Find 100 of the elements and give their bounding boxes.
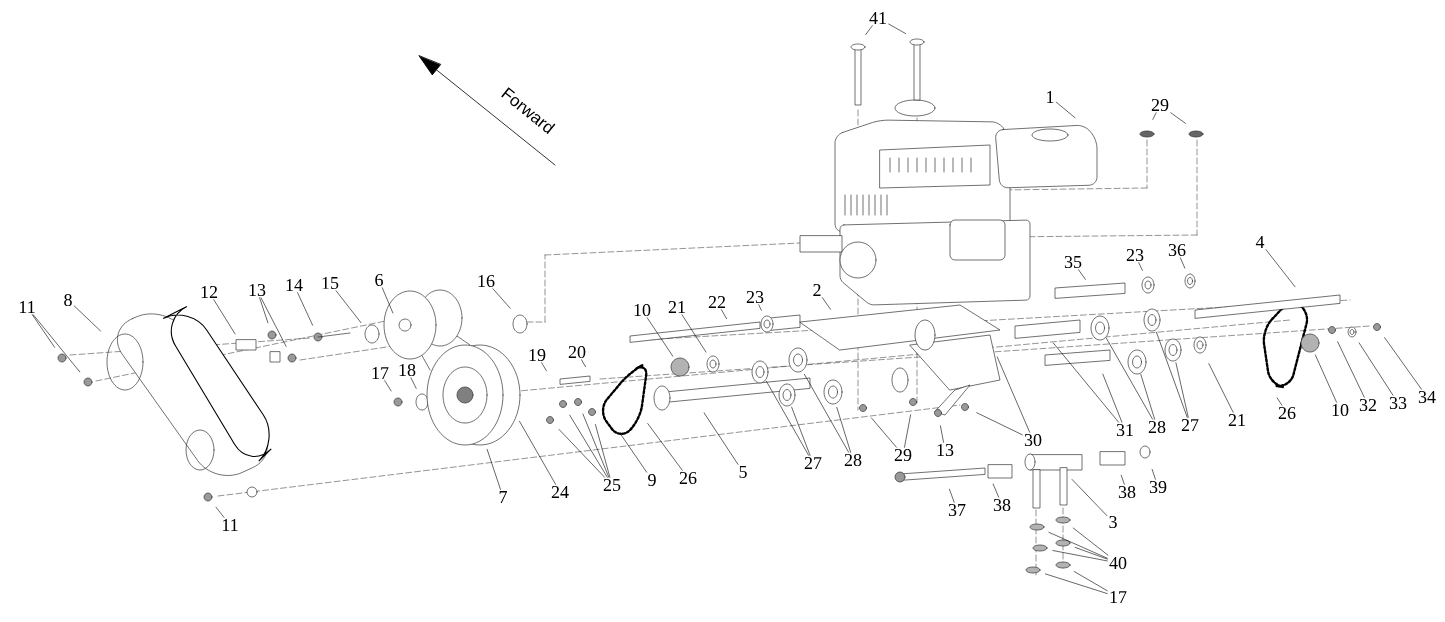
leader-line [681, 314, 707, 353]
leader-line [1074, 547, 1108, 560]
leader-line [260, 297, 287, 347]
callout-number: 2 [813, 284, 821, 296]
leader-line [1138, 262, 1143, 271]
callout-number: 35 [1064, 255, 1082, 269]
leader-line [213, 299, 236, 335]
leader-line [904, 414, 911, 448]
callout-number: 26 [679, 471, 697, 485]
leader-line [595, 424, 611, 478]
leader-line [836, 407, 851, 453]
callout-number: 13 [249, 283, 266, 297]
callout-number: 41 [869, 12, 886, 24]
leader-line [871, 417, 897, 448]
callout-number: 4 [1255, 236, 1265, 248]
callout-number: 24 [551, 486, 569, 498]
callout-number: 11 [222, 519, 238, 531]
leader-line [620, 433, 647, 473]
callout-number: 5 [739, 466, 747, 478]
leader-line [1384, 337, 1422, 390]
callout-number: 10 [1332, 403, 1349, 417]
callout-number: 6 [375, 273, 383, 287]
callout-number: 9 [648, 473, 656, 487]
callout-number: 27 [804, 457, 822, 469]
callout-number: 29 [894, 448, 912, 462]
callout-number: 15 [322, 276, 339, 290]
leader-line [1048, 532, 1108, 559]
leader-line [582, 413, 610, 478]
leader-line [1071, 479, 1108, 516]
callout-number: 27 [1181, 419, 1199, 431]
leader-line [1152, 112, 1157, 120]
leader-line [976, 412, 1023, 436]
leader-line [1170, 112, 1186, 124]
leader-line [335, 290, 362, 323]
leader-line [766, 381, 809, 456]
leader-line [1175, 362, 1189, 418]
callout-number: 38 [993, 498, 1011, 512]
leader-line [758, 304, 762, 311]
leader-line [865, 25, 873, 35]
callout-number: 8 [64, 293, 72, 307]
callout-number: 17 [372, 367, 389, 379]
callout-number: 32 [1359, 398, 1377, 412]
leader-line [1265, 249, 1296, 288]
leader-line [486, 449, 501, 490]
leader-line [1045, 573, 1108, 594]
callout-number: 36 [1168, 243, 1186, 257]
leader-line [1208, 363, 1234, 413]
leader-line [1156, 331, 1188, 418]
leader-line [1337, 341, 1365, 398]
leader-line [1072, 527, 1109, 556]
callout-number: 16 [478, 274, 495, 288]
leader-line [215, 506, 225, 518]
callout-number: 22 [708, 296, 725, 308]
leader-line [381, 287, 394, 314]
leader-line [519, 421, 556, 485]
leader-line [1140, 374, 1155, 420]
leader-line [804, 374, 849, 453]
callout-number: 40 [1109, 556, 1127, 570]
leader-line [1055, 101, 1076, 118]
callout-number: 21 [1228, 414, 1245, 426]
callout-number: 21 [668, 301, 685, 313]
leader-line [1106, 338, 1153, 420]
leader-line [541, 362, 547, 372]
callout-number: 34 [1418, 390, 1436, 404]
leader-line [1052, 550, 1108, 562]
callout-number: 33 [1389, 396, 1407, 410]
leader-line [1276, 397, 1283, 406]
callout-number: 26 [1278, 406, 1296, 420]
leader-line [721, 309, 727, 319]
callout-number: 11 [19, 301, 35, 313]
leader-line [1078, 269, 1086, 280]
callout-number: 19 [529, 348, 546, 362]
callout-number: 17 [1110, 591, 1127, 603]
leader-line [32, 314, 81, 373]
leader-line [569, 414, 608, 478]
callout-number: 38 [1118, 485, 1136, 499]
callout-number: 10 [634, 303, 651, 317]
leader-line [791, 406, 811, 456]
leader-line [949, 488, 955, 503]
leader-line [703, 412, 739, 465]
callout-number: 1 [1047, 91, 1054, 103]
leader-line [1180, 257, 1186, 269]
leader-line [992, 483, 999, 498]
leader-line [1073, 571, 1108, 592]
callout-number: 20 [568, 345, 586, 359]
callout-number: 25 [603, 478, 621, 492]
callout-number: 28 [844, 453, 862, 467]
leader-line [384, 380, 392, 392]
callout-number: 28 [1148, 420, 1166, 434]
callout-number: 7 [499, 491, 507, 503]
callout-number: 37 [948, 503, 966, 517]
callout-number: 30 [1024, 433, 1042, 447]
leader-line [1053, 342, 1119, 423]
leader-line [996, 356, 1030, 433]
callout-number: 23 [746, 290, 764, 304]
leader-line [888, 23, 906, 34]
callout-number: 12 [201, 286, 217, 298]
callout-number: 29 [1151, 98, 1169, 112]
leader-line [940, 425, 944, 443]
leader-line [822, 297, 831, 310]
